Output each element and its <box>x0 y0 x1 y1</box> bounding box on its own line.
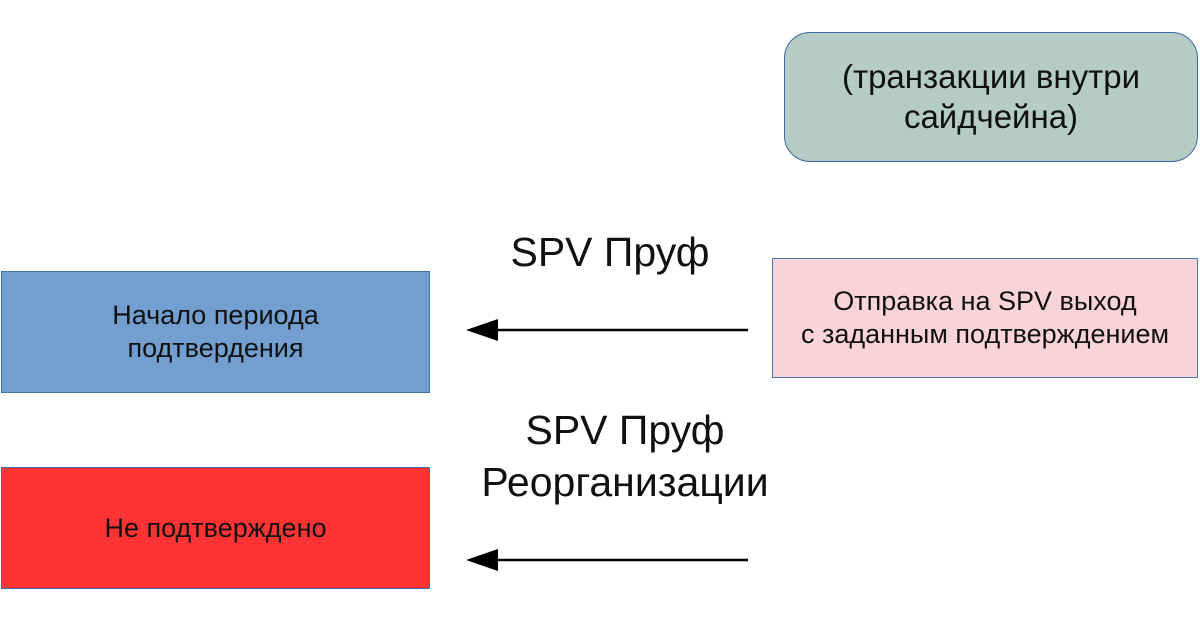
sidechain-transactions-node: (транзакции внутри сайдчейна) <box>784 32 1198 162</box>
send-to-spv-output-node: Отправка на SPV выход с заданным подтвер… <box>772 258 1198 378</box>
reorg-proof-arrow <box>466 549 748 571</box>
spv-proof-arrow <box>466 319 748 341</box>
reorg-proof-edge-label: SPV Пруф Реорганизации <box>481 407 769 506</box>
not-confirmed-node: Не подтверждено <box>1 467 430 589</box>
spv-proof-edge-label: SPV Пруф <box>510 229 710 275</box>
confirmation-period-start-node: Начало периода подтвердения <box>1 271 430 393</box>
